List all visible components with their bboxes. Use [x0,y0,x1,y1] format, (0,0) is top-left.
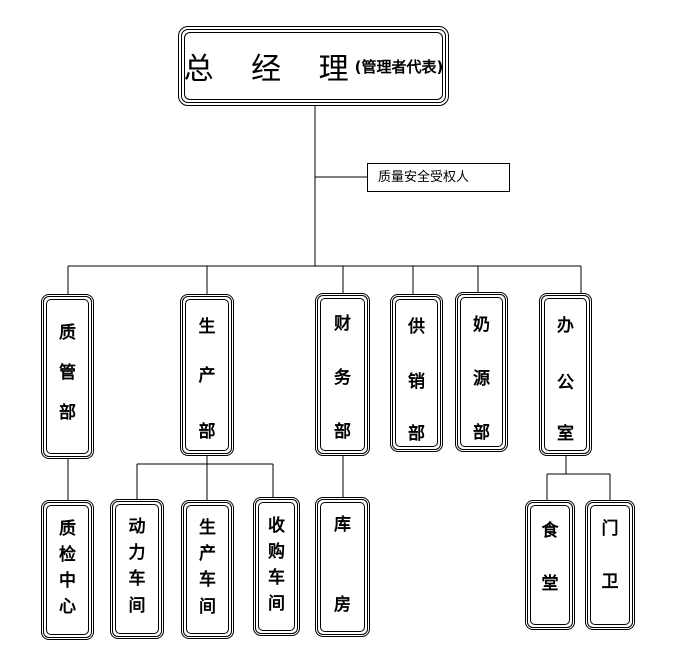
general-manager-subtitle: (管理者代表) [354,57,444,76]
purchasing-workshop-box: 收 购 车 间 [253,497,300,636]
production-dept-char-2: 产 [198,366,216,386]
quality-center-char-1: 质 [59,519,76,539]
quality-center-char-2: 检 [59,545,76,565]
canteen-char-2: 堂 [541,574,559,594]
supply-sales-dept-char-1: 供 [408,317,425,337]
finance-dept-char-2: 务 [334,368,351,388]
production-workshop-box: 生 产 车 间 [181,500,234,639]
warehouse-char-2: 房 [334,595,351,615]
quality-dept-box: 质 管 部 [41,294,94,459]
production-dept-char-3: 部 [198,422,216,442]
general-manager-title: 总 经 理 [183,52,363,87]
canteen-box: 食 堂 [525,500,575,630]
milk-source-dept-char-1: 奶 [473,315,490,335]
production-workshop-char-4: 间 [199,597,216,617]
power-workshop-char-4: 间 [128,596,146,616]
quality-dept-char-1: 质 [59,323,76,343]
milk-source-dept-box: 奶 源 部 [455,292,508,452]
guard-box: 门 卫 [585,500,635,630]
power-workshop-box: 动 力 车 间 [110,499,164,639]
purchasing-workshop-char-2: 购 [268,542,285,562]
production-dept-char-1: 生 [198,317,216,337]
production-workshop-char-2: 产 [199,544,216,564]
warehouse-char-1: 库 [334,515,351,535]
guard-char-1: 门 [601,519,619,539]
purchasing-workshop-char-4: 间 [268,594,285,614]
canteen-char-1: 食 [541,521,559,541]
quality-dept-char-3: 部 [59,403,76,423]
general-manager-box: 总 经 理 (管理者代表) [178,26,449,106]
qa-authorized-person-label: 质量安全受权人 [378,170,470,185]
office-box: 办 公 室 [539,293,592,456]
purchasing-workshop-char-3: 车 [268,568,285,588]
supply-sales-dept-box: 供 销 部 [390,294,443,452]
warehouse-box: 库 房 [315,497,370,637]
finance-dept-char-3: 部 [334,422,351,442]
purchasing-workshop-char-1: 收 [268,516,285,536]
office-char-3: 室 [557,424,574,444]
office-char-1: 办 [557,316,574,336]
finance-dept-box: 财 务 部 [315,293,370,456]
milk-source-dept-char-2: 源 [473,369,490,389]
production-workshop-char-1: 生 [199,518,216,538]
production-workshop-char-3: 车 [199,570,216,590]
quality-center-char-4: 心 [59,597,76,617]
power-workshop-char-1: 动 [128,517,146,537]
production-dept-box: 生 产 部 [180,294,234,456]
supply-sales-dept-char-3: 部 [408,424,425,444]
finance-dept-char-1: 财 [334,314,351,334]
guard-char-2: 卫 [601,572,619,592]
qa-authorized-person-box: 质量安全受权人 [367,163,510,192]
power-workshop-char-3: 车 [128,569,146,589]
supply-sales-dept-char-2: 销 [408,372,425,392]
milk-source-dept-char-3: 部 [473,423,490,443]
quality-center-box: 质 检 中 心 [41,500,94,640]
office-char-2: 公 [557,373,574,393]
quality-dept-char-2: 管 [59,363,76,383]
power-workshop-char-2: 力 [128,543,146,563]
quality-center-char-3: 中 [59,571,76,591]
